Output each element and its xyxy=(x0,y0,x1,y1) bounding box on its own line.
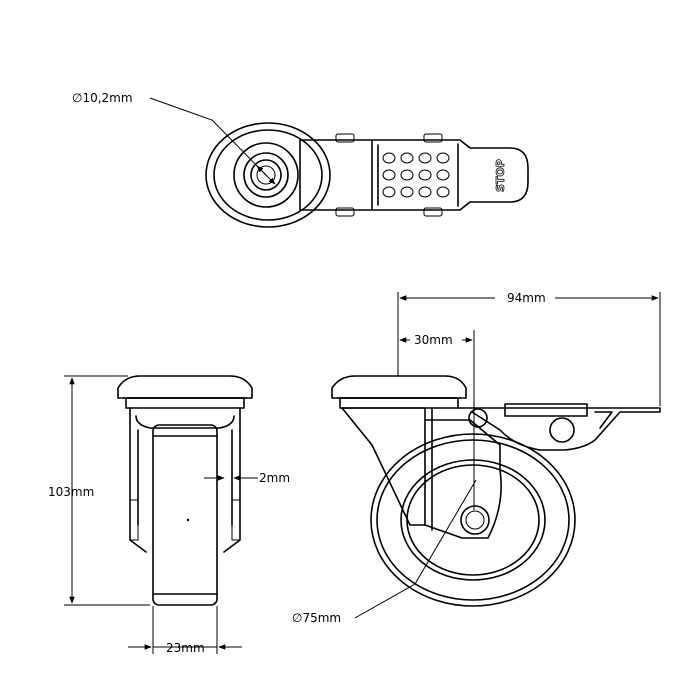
wheel-diameter-label: ∅75mm xyxy=(292,611,341,625)
bore-diameter-label: ∅10,2mm xyxy=(72,91,133,105)
front-view: 103mm 23mm 2mm xyxy=(48,375,290,655)
brake-gap-label: 2mm xyxy=(259,471,290,485)
pedal-stop-text: STOP xyxy=(494,159,507,192)
axle-offset-label: 30mm xyxy=(414,333,453,347)
overall-length-label: 94mm xyxy=(507,291,546,305)
top-view: STOP ∅10,2mm xyxy=(72,91,529,228)
side-view: 94mm 30mm ∅75mm xyxy=(292,291,661,625)
pedal-grip-dots xyxy=(382,152,450,198)
overall-height-label: 103mm xyxy=(48,485,94,499)
wheel-width-label: 23mm xyxy=(166,641,205,655)
